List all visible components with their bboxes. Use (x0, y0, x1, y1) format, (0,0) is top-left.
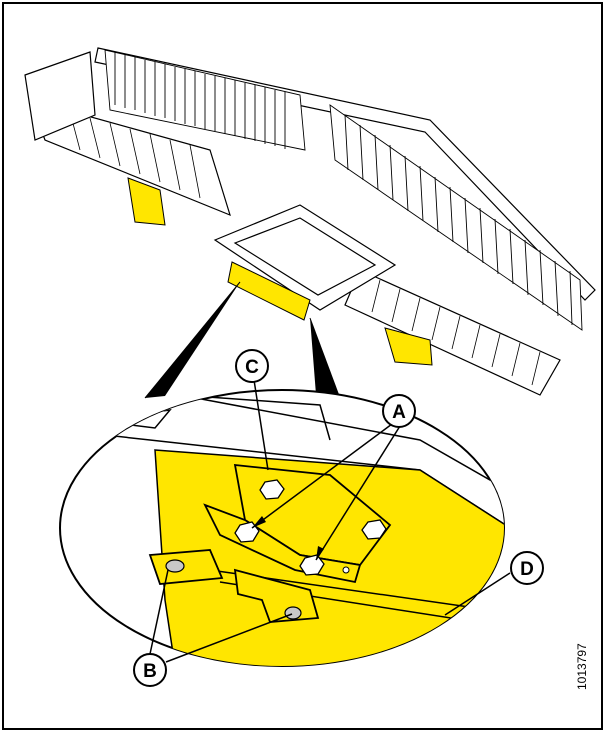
header-machine (24, 47, 596, 396)
callout-label-d: D (520, 559, 534, 580)
callout-a: A (382, 394, 416, 428)
callout-c: C (235, 349, 269, 383)
callout-label-b: B (143, 661, 157, 682)
callout-leaders (149, 379, 511, 663)
callout-label-c: C (245, 357, 259, 378)
detail-view (59, 389, 505, 667)
mounting-hole-2 (284, 606, 302, 620)
figure-id-label: 1013797 (575, 643, 589, 690)
reel-left (104, 49, 306, 151)
header-top-tube (94, 47, 596, 301)
reel-right (329, 104, 583, 331)
mounting-hole-1 (165, 559, 185, 573)
end-sheet (24, 51, 96, 141)
callout-label-a: A (392, 402, 406, 423)
bolt-head-2 (361, 519, 387, 540)
callout-arrowheads (252, 516, 324, 560)
draper-deck-right (344, 269, 561, 396)
header-highlights (127, 177, 433, 366)
highlighted-center-plate (227, 261, 311, 321)
callout-d: D (510, 551, 544, 585)
callout-b: B (133, 653, 167, 687)
highlighted-bracket-left (127, 177, 166, 226)
bracket-flange (148, 549, 224, 585)
highlighted-bracket-right (384, 327, 433, 366)
bolt-head-1 (259, 479, 285, 500)
